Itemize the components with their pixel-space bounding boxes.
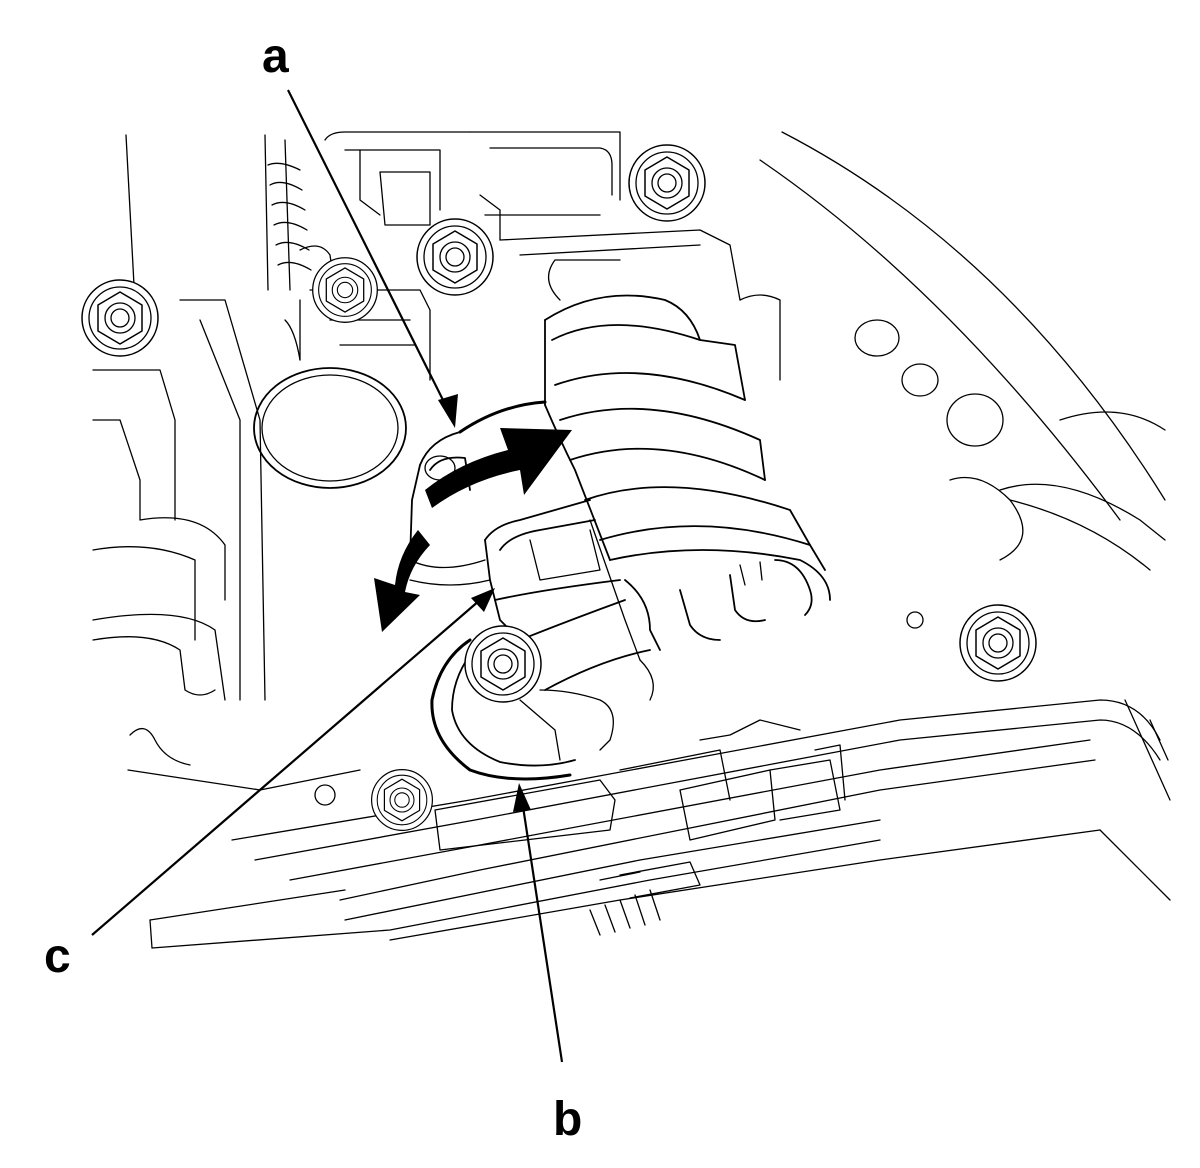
bolt-icon [371, 768, 433, 832]
shift-lever [409, 400, 651, 691]
bolt-icon [416, 218, 494, 296]
bolt-icon [959, 604, 1037, 682]
bolt-icon [81, 279, 159, 357]
background-outline [92, 131, 1166, 791]
round-port [253, 367, 407, 489]
rotation-arrow-icon [374, 428, 572, 632]
callout-label-c: c [44, 930, 71, 983]
lower-rail [149, 699, 1171, 949]
leader-lines [91, 89, 564, 1063]
bolt-icon [312, 257, 378, 323]
gear-assembly [544, 294, 831, 701]
bolt-icon [464, 625, 542, 703]
callout-label-a: a [262, 30, 289, 83]
upper-housing [299, 131, 781, 381]
callout-label-b: b [553, 1093, 582, 1146]
bolt-icon [628, 144, 706, 222]
side-stack [267, 162, 312, 361]
bracket [430, 638, 614, 781]
bolts [81, 144, 1037, 832]
